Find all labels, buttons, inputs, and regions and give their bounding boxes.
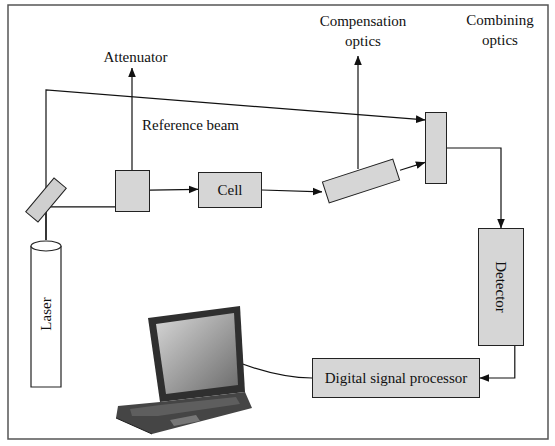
beam-label: Reference beam [140,116,241,134]
beam-arrow [400,162,425,170]
part-label: Combining optics [454,10,546,50]
leader-line [357,56,358,169]
beam-arrow [150,189,198,191]
processor-box: Digital signal processor [312,358,480,398]
tilted-optic [322,163,400,199]
box-label: Digital signal processor [325,369,467,387]
box-label: Laser [37,297,55,330]
box-label: Detector [492,261,510,313]
cell-box: Cell [198,172,262,208]
beam-arrow [447,148,501,228]
detector-box: Detector [478,228,524,346]
part-label: Compensation optics [308,11,418,51]
beam-arrow [262,190,322,192]
compensation-optics: Compensation optics [322,163,400,199]
leader-line [131,68,132,170]
combining-optics: Combining optics [425,112,447,184]
laser-source: Laser [30,240,62,388]
beam-arrow [46,90,425,240]
box-label: Cell [218,181,243,199]
connector-layer [46,90,515,378]
laptop-icon [116,306,252,434]
part-label: Attenuator [88,47,183,67]
beam-splitter [26,178,67,222]
attenuator-box: Attenuator [115,170,150,212]
frame [8,5,548,439]
beam-arrow [480,346,515,378]
beam-arrow [46,207,115,240]
